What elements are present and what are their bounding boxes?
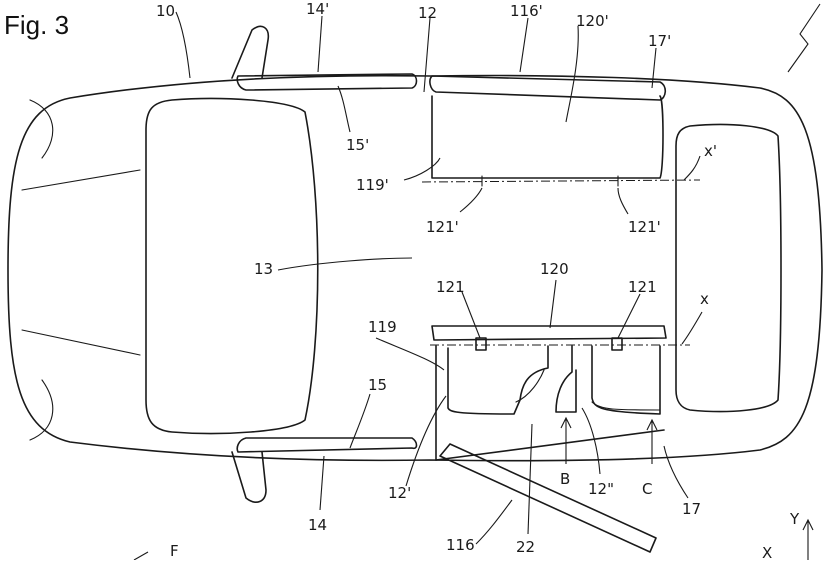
leader-119p: [404, 158, 440, 180]
sliding-door-panel-bottom: [432, 326, 666, 340]
label-xp: x': [704, 142, 717, 160]
hinge-121-b: [612, 338, 622, 350]
label-15: 15: [368, 376, 387, 394]
leader-14p: [318, 16, 322, 72]
label-116: 116: [446, 536, 475, 554]
leader-x: [682, 312, 702, 344]
leader-15: [350, 394, 370, 448]
label-120: 120: [540, 260, 569, 278]
lower-body-sill: [436, 430, 664, 460]
label-x: x: [700, 290, 709, 308]
label-C: C: [642, 480, 652, 498]
label-12pp: 12": [588, 480, 614, 498]
ref-arrow-top-right: [788, 4, 820, 72]
mirror-bottom: [232, 452, 266, 502]
leader-13: [278, 258, 412, 270]
arrow-B: [561, 418, 571, 464]
label-116p: 116': [510, 2, 543, 20]
figure-title: Fig. 3: [4, 10, 69, 41]
hood-line-upper: [22, 170, 140, 190]
label-120p: 120': [576, 12, 609, 30]
label-14: 14: [308, 516, 327, 534]
door-opening-bottom: [436, 346, 660, 460]
label-14p: 14': [306, 0, 329, 18]
leader-116: [476, 500, 512, 544]
vehicle-body-outline: [8, 76, 822, 461]
label-13: 13: [254, 260, 273, 278]
door-strip-front-bottom: [237, 438, 416, 452]
label-17: 17: [682, 500, 701, 518]
label-15p: 15': [346, 136, 369, 154]
leader-12: [424, 18, 430, 92]
door-rail-rear-top: [430, 76, 665, 100]
front-lamp-right: [30, 380, 53, 440]
leader-xp: [684, 156, 700, 180]
axis-Y-arrow: [803, 520, 813, 560]
label-10: 10: [156, 2, 175, 20]
label-22: 22: [516, 538, 535, 556]
leader-119: [376, 338, 444, 370]
windshield-roof-panel: [146, 99, 318, 434]
mirror-top: [232, 26, 268, 78]
leader-116p: [520, 18, 528, 72]
arrow-F: [134, 552, 148, 560]
label-Y: Y: [789, 510, 800, 528]
label-121p-b: 121': [628, 218, 661, 236]
leader-12p: [406, 396, 446, 486]
label-121-a: 121: [436, 278, 465, 296]
leader-121p-b: [618, 188, 628, 214]
front-lamp-left: [30, 100, 53, 158]
leader-120: [550, 280, 556, 328]
label-B: B: [560, 470, 570, 488]
leader-14: [320, 456, 324, 510]
sliding-door-top: [432, 96, 663, 178]
label-17p: 17': [648, 32, 671, 50]
leader-121-a: [462, 292, 480, 338]
leader-121-b: [618, 294, 640, 338]
leader-10: [176, 12, 190, 78]
leader-15p: [338, 86, 350, 132]
leader-17: [664, 446, 688, 498]
label-12p: 12': [388, 484, 411, 502]
leader-121p-a: [460, 188, 482, 212]
hood-line-lower: [22, 330, 140, 355]
leader-120p: [566, 26, 578, 122]
label-X: X: [762, 544, 772, 560]
label-F: F: [170, 542, 179, 560]
seat-contour: [516, 370, 660, 410]
label-119p: 119': [356, 176, 389, 194]
rear-window: [676, 124, 781, 411]
label-121p-a: 121': [426, 218, 459, 236]
label-119: 119: [368, 318, 397, 336]
label-12: 12: [418, 4, 437, 22]
axis-x-prime: [422, 180, 700, 182]
label-121-b: 121: [628, 278, 657, 296]
